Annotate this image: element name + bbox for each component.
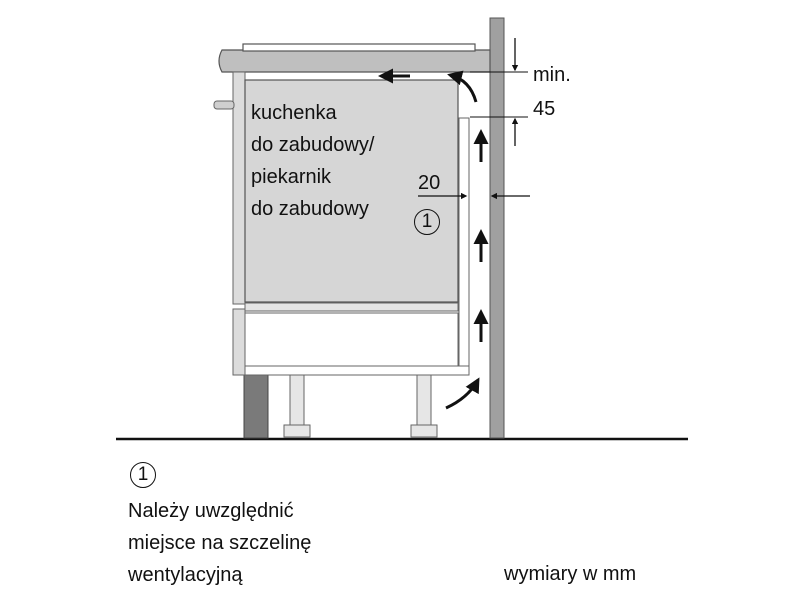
cabinet-front-strip <box>232 71 246 305</box>
drawer-top <box>244 302 459 312</box>
drawer-front <box>232 308 246 376</box>
drawer-body <box>244 312 459 367</box>
cabinet-leg <box>410 374 438 438</box>
rear-gap-value: 20 <box>418 172 441 194</box>
cabinet-leg <box>283 374 311 438</box>
airflow-arrow-curved-top <box>447 70 478 103</box>
min-gap-value: 45 <box>533 98 556 120</box>
units-note: wymiary w mm <box>504 563 637 585</box>
back-wall <box>489 17 505 439</box>
airflow-arrow-curved-bottom <box>445 377 480 410</box>
appliance-label-line: kuchenka <box>251 102 337 124</box>
legend-text: Należy uwzględnić miejsce na szczelinę w… <box>128 495 311 591</box>
worktop <box>218 49 491 73</box>
appliance-label-line: do zabudowy <box>251 198 369 220</box>
appliance-label: kuchenka do zabudowy/ piekarnik do zabud… <box>251 97 374 225</box>
legend-line: Należy uwzględnić <box>128 500 294 522</box>
appliance-label-line: piekarnik <box>251 166 332 188</box>
appliance-marker: 1 <box>414 209 440 235</box>
appliance-label-line: do zabudowy/ <box>251 134 375 156</box>
legend-line: wentylacyjną <box>128 564 243 586</box>
legend-marker: 1 <box>130 462 156 488</box>
min-gap-label: min. <box>533 64 571 86</box>
cabinet-rear-panel <box>458 117 470 369</box>
plinth-board <box>244 365 470 376</box>
hob-glass <box>242 43 476 52</box>
oven-body <box>244 79 459 303</box>
oven-knob <box>213 100 235 110</box>
legend-line: miejsce na szczelinę <box>128 532 312 554</box>
cabinet-side-panel <box>243 373 269 439</box>
